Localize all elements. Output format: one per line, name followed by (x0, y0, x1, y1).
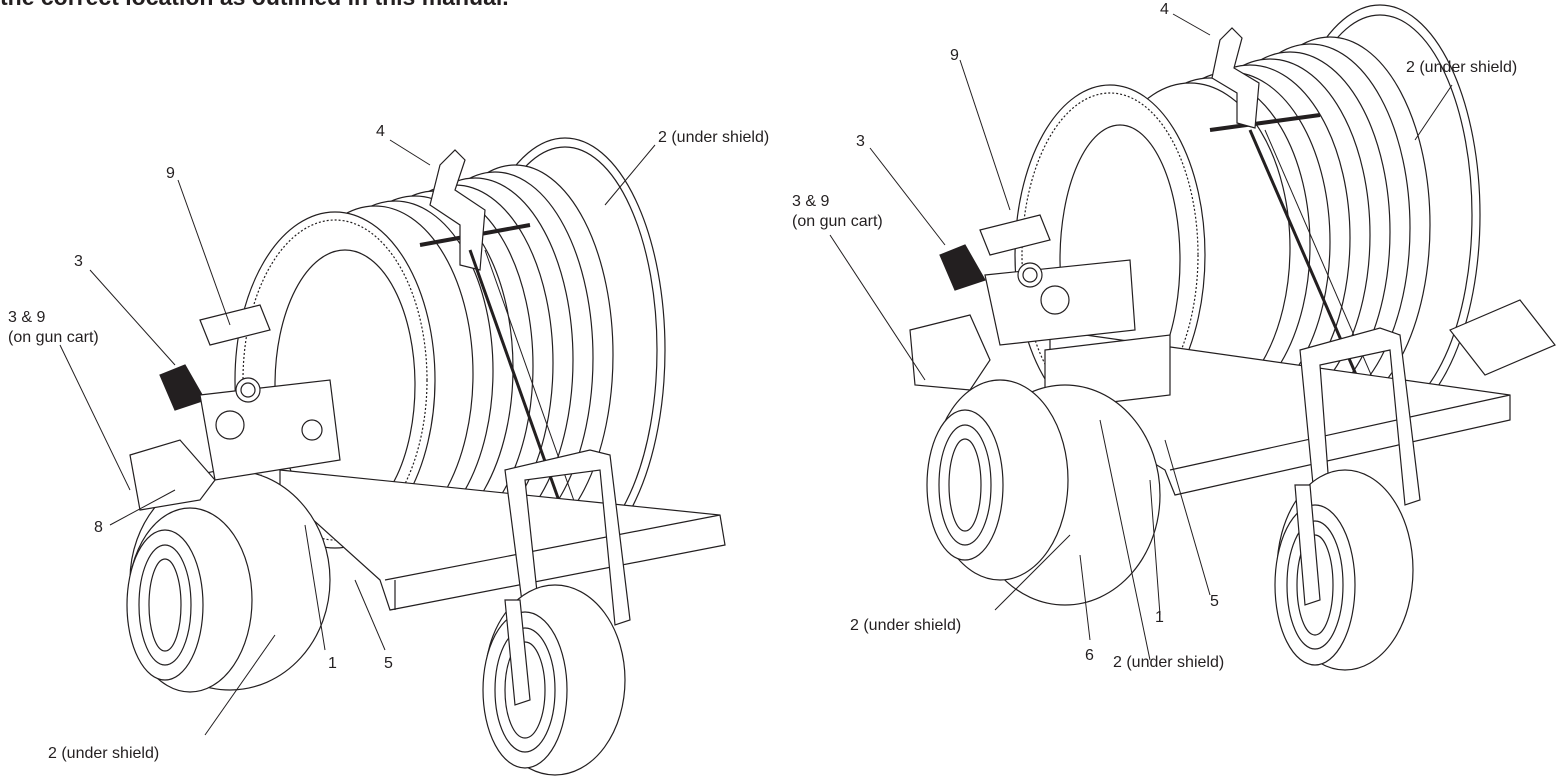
right-label-2-bottom: 2 (under shield) (1113, 654, 1224, 671)
right-leader-lines (829, 13, 1453, 661)
left-label-on-gun-cart: (on gun cart) (8, 329, 99, 346)
right-label-4: 4 (1160, 1, 1169, 18)
left-label-1: 1 (328, 655, 337, 672)
left-label-3-and-9: 3 & 9 (8, 309, 45, 326)
right-label-3: 3 (856, 133, 865, 150)
right-hose-reel-drawing (909, 4, 1556, 671)
left-leader-lines (59, 139, 656, 736)
left-label-2-bottom: 2 (under shield) (48, 745, 159, 762)
right-label-3-and-9: 3 & 9 (792, 193, 829, 210)
right-label-6: 6 (1085, 647, 1094, 664)
right-part-labels: 4 9 3 3 & 9 (on gun cart) 2 (under shiel… (792, 1, 1517, 671)
left-hose-reel-drawing (126, 137, 726, 776)
left-label-2-top: 2 (under shield) (658, 129, 769, 146)
left-label-3: 3 (74, 253, 83, 270)
left-label-4: 4 (376, 123, 385, 140)
left-label-5: 5 (384, 655, 393, 672)
page-heading: the correct location as outlined in this… (0, 0, 509, 11)
right-label-2-top: 2 (under shield) (1406, 59, 1517, 76)
right-label-on-gun-cart: (on gun cart) (792, 213, 883, 230)
right-label-5: 5 (1210, 593, 1219, 610)
right-label-2-left: 2 (under shield) (850, 617, 961, 634)
right-label-9: 9 (950, 47, 959, 64)
left-label-8: 8 (94, 519, 103, 536)
left-part-labels: 4 9 3 3 & 9 (on gun cart) 8 1 5 2 (under… (8, 123, 769, 762)
right-label-1: 1 (1155, 609, 1164, 626)
left-label-9: 9 (166, 165, 175, 182)
